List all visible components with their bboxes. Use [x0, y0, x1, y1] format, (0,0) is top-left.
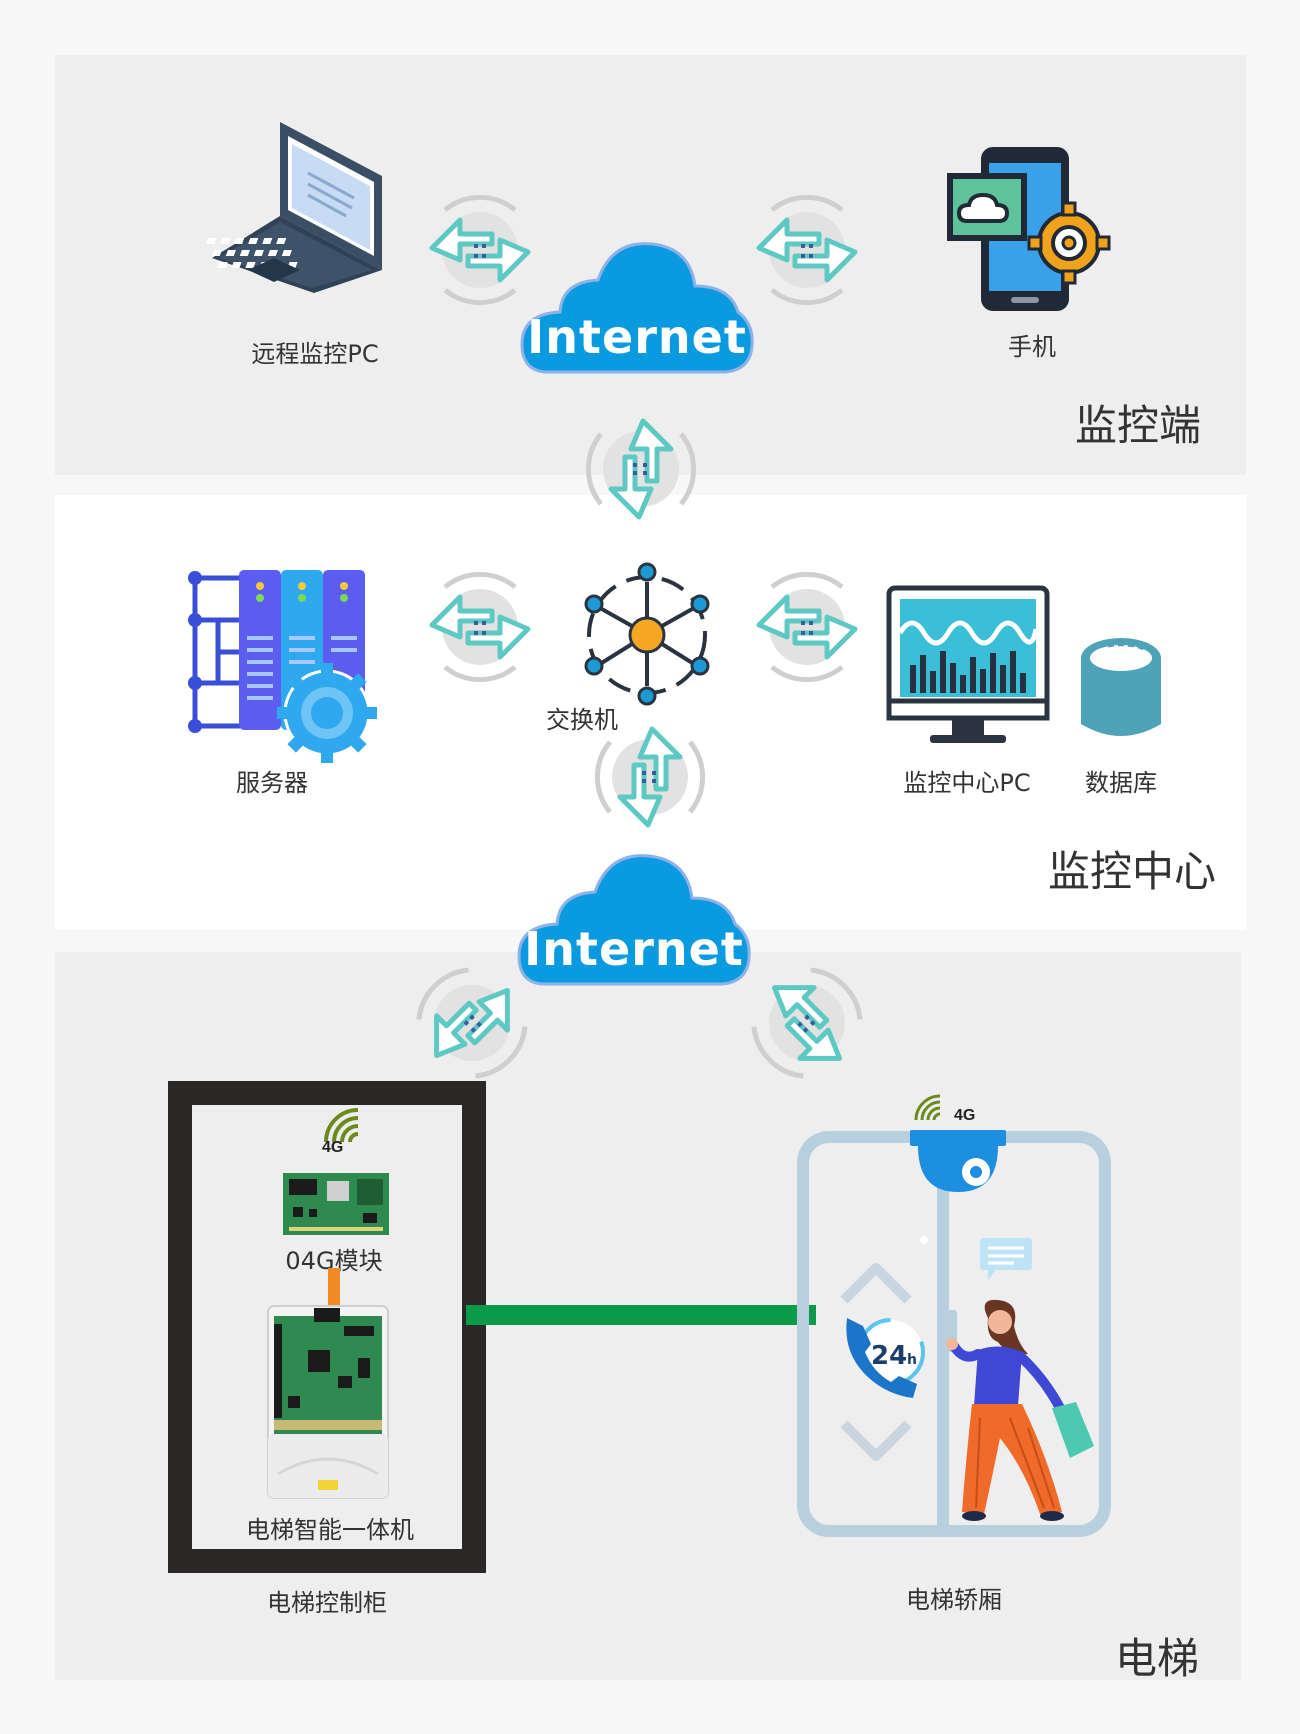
elevator-door-divider	[937, 1131, 949, 1537]
internet-cloud-bottom-icon: Internet	[517, 854, 751, 986]
wireless-signal-icon: 4G	[322, 1108, 359, 1156]
arrow-internet-phone-icon	[752, 195, 862, 305]
elevator-car-label: 电梯轿厢	[906, 1586, 1002, 1614]
camera-4g-badge: 4G	[954, 1107, 975, 1124]
24h-hours-text: 24	[871, 1341, 907, 1371]
module-ribbon-cable	[328, 1268, 340, 1310]
server-rack-icon	[188, 570, 377, 763]
control-cabinet-label: 电梯控制柜	[267, 1589, 387, 1617]
monitor-chart-icon	[886, 585, 1050, 743]
arrow-server-switch-icon	[425, 572, 535, 682]
network-hub-icon	[584, 562, 710, 706]
signal-4g-badge: 4G	[322, 1139, 343, 1156]
arrow-switch-internet-icon	[595, 722, 705, 832]
24h-phone-icon: 24 h	[846, 1318, 925, 1398]
database-cylinder-icon	[1081, 638, 1161, 736]
elevator-car-frame	[797, 1131, 1111, 1537]
switch-label: 交换机	[546, 706, 618, 734]
cabinet-car-link-line	[466, 1305, 816, 1325]
arrow-internet-switch-icon	[586, 414, 696, 524]
chat-bubble-icon	[980, 1238, 1032, 1280]
phone-label: 手机	[1008, 333, 1056, 361]
internet-cloud-top-icon: Internet	[520, 242, 754, 374]
server-label: 服务器	[236, 769, 308, 797]
monitor-pc-label: 监控中心PC	[903, 769, 1031, 797]
arrow-internet-car-icon	[752, 968, 862, 1078]
section-title-monitor-center: 监控中心	[1048, 847, 1217, 896]
database-label: 数据库	[1085, 769, 1157, 797]
door-light	[920, 1236, 928, 1244]
elevator-controller-label: 电梯智能一体机	[246, 1516, 414, 1544]
24h-suffix-text: h	[907, 1352, 917, 1368]
remote-pc-label: 远程监控PC	[251, 340, 379, 368]
section-title-elevator: 电梯	[1115, 1634, 1200, 1683]
dome-camera-icon: 4G	[910, 1094, 1006, 1192]
arrow-switch-monitor-icon	[752, 572, 862, 682]
arrow-internet-cabinet-icon	[417, 968, 527, 1078]
smartphone-icon	[947, 147, 1111, 311]
4g-module-board-icon	[283, 1173, 389, 1235]
door-handle	[947, 1310, 957, 1352]
elevator-controller-board-icon	[267, 1305, 389, 1499]
section-title-monitor-end: 监控端	[1075, 401, 1202, 450]
arrow-laptop-internet-icon	[425, 195, 535, 305]
internet-label: Internet	[524, 922, 744, 976]
internet-label: Internet	[527, 310, 747, 364]
passenger-woman-icon	[946, 1299, 1094, 1521]
laptop-icon	[206, 122, 382, 293]
elevator-up-down-arrows-icon	[840, 1263, 912, 1461]
